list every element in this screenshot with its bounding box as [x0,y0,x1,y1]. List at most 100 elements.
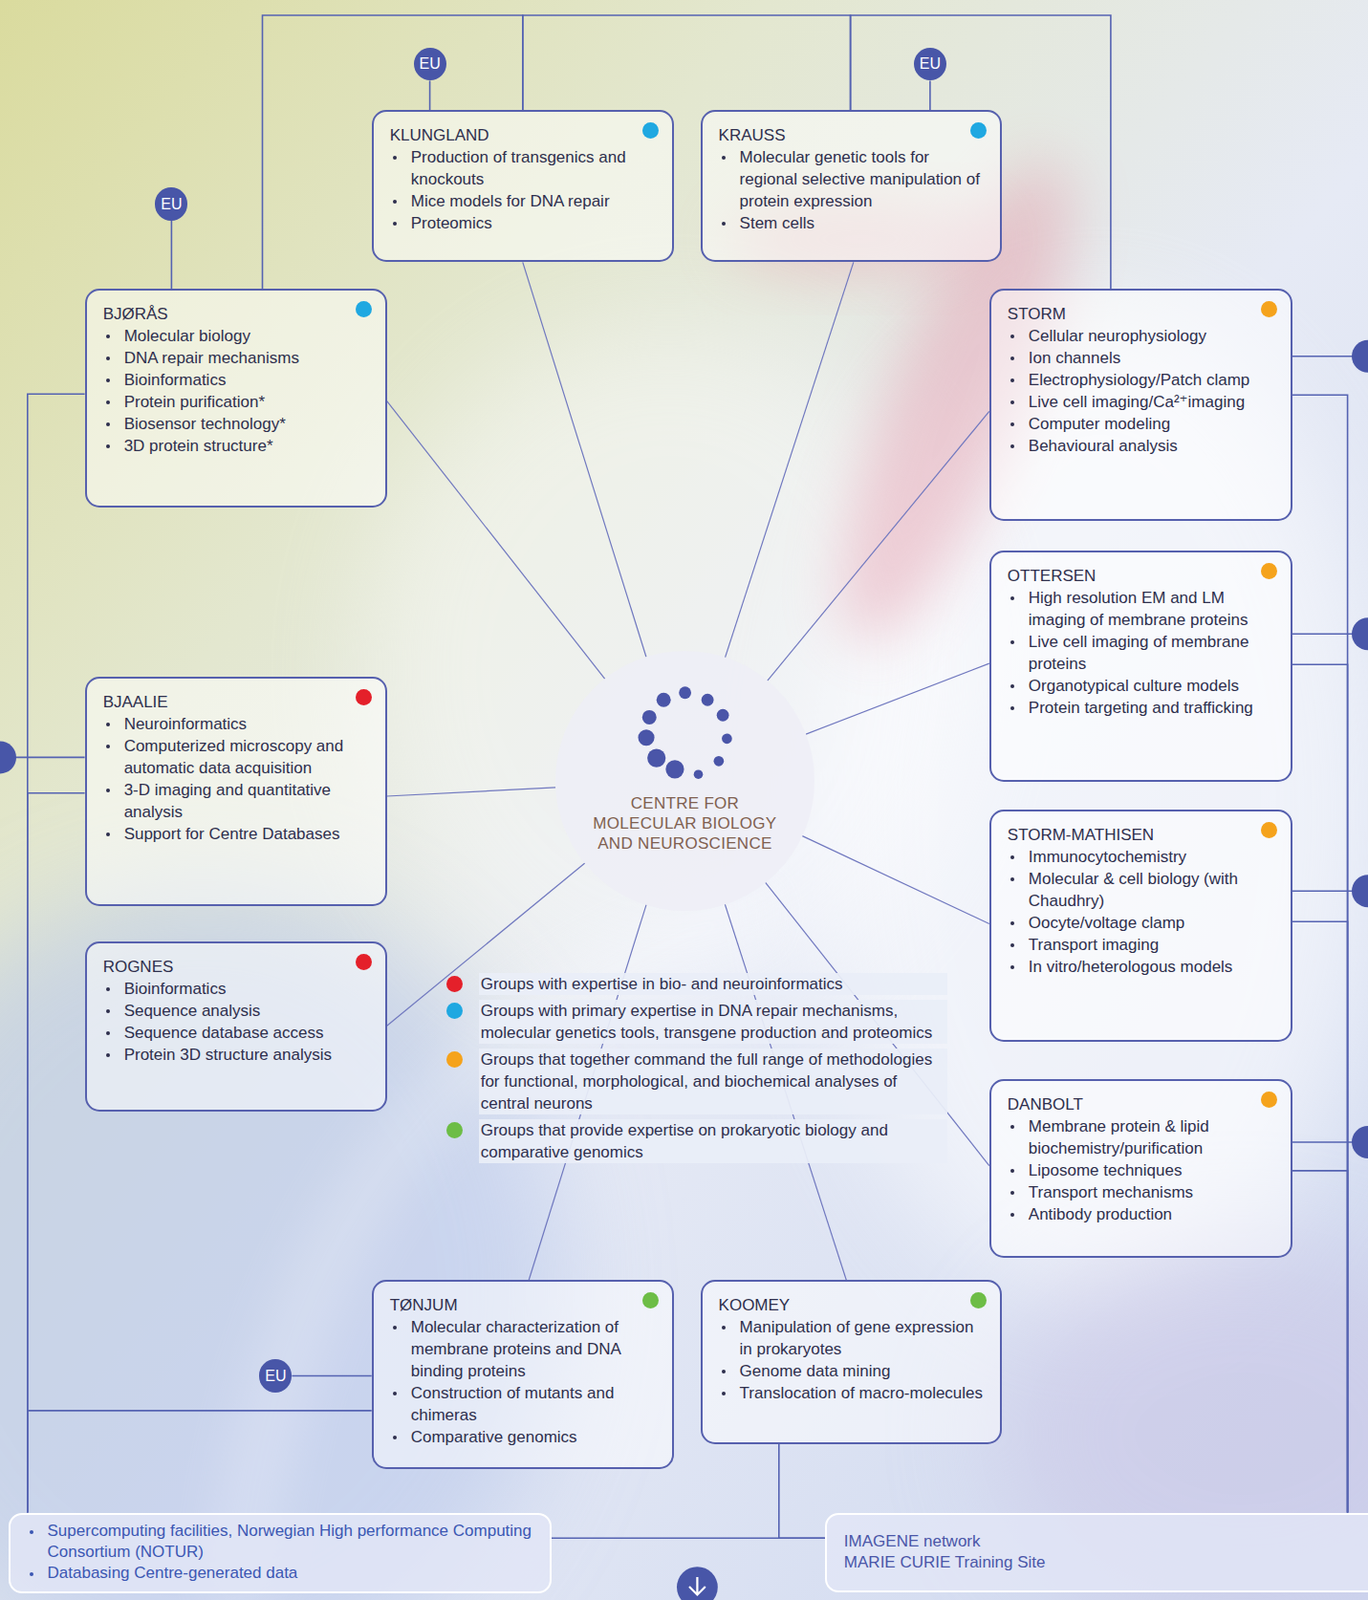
method-item: Molecular biology [103,325,370,348]
group-color-dot [1260,1091,1278,1108]
group-color-dot [1260,301,1278,318]
method-item: Production of transgenics and knockouts [390,146,657,191]
cut-badge [1351,874,1368,908]
legend-swatch [446,1051,463,1068]
connector-line [522,261,647,657]
method-item: Biosensor technology* [103,412,370,435]
legend-row: Groups that provide expertise on prokary… [446,1119,954,1164]
logo-dot [701,694,715,707]
group-box: BJØRÅSMolecular biologyDNA repair mechan… [85,288,388,508]
eu-badge: EU [154,187,188,220]
group-box: OTTERSENHigh resolution EM and LM imagin… [989,550,1293,782]
group-box: STORMCellular neurophysiologyIon channel… [989,288,1293,521]
group-color-dot [970,122,987,139]
method-item: Behavioural analysis [1007,434,1276,457]
group-name: BJAALIE [103,691,370,714]
connector-line [725,261,854,658]
group-name: KLUNGLAND [390,124,657,147]
method-item: Oocyte/voltage clamp [1007,912,1276,934]
logo-dot [665,760,684,780]
method-item: Neuroinformatics [103,713,370,736]
eu-badge-text: EU [264,1368,286,1386]
eu-badge: EU [913,47,947,81]
method-item: Membrane protein & lipid biochemistry/pu… [1007,1115,1276,1160]
cut-badge [0,740,17,774]
method-item: Manipulation of gene expression in proka… [718,1316,985,1361]
centre-circle: CENTRE FOR MOLECULAR BIOLOGY AND NEUROSC… [555,651,815,911]
connector-line [1292,394,1348,1513]
method-item: Computer modeling [1007,412,1276,435]
method-item: Molecular characterization of membrane p… [390,1316,657,1383]
down-arrow-button [676,1566,718,1600]
group-name: BJØRÅS [103,303,370,326]
group-name: STORM [1007,303,1276,326]
method-item: Translocation of macro-molecules [718,1382,985,1405]
method-item: Bioinformatics [103,369,370,391]
background-shade [0,889,565,1600]
group-color-dot [1260,563,1278,580]
eu-badge-text: EU [919,55,941,73]
method-item: Bioinformatics [103,977,370,1000]
group-name: KRAUSS [718,124,985,147]
connector-line [805,663,990,735]
resource-item: Supercomputing facilities, Norwegian Hig… [26,1520,537,1564]
group-color-dot [642,122,659,139]
eu-badge-text: EU [160,195,182,214]
group-box: KOOMEYManipulation of gene expression in… [700,1280,1002,1445]
legend-text: Groups that provide expertise on prokary… [478,1119,948,1164]
group-box: KRAUSSMolecular genetic tools for region… [700,109,1002,262]
method-item: Sequence analysis [103,999,370,1022]
connector-line [291,1375,371,1378]
method-item: Protein purification* [103,390,370,413]
method-item: High resolution EM and LM imaging of mem… [1007,586,1276,631]
connector-line [767,411,990,681]
method-item: Comparative genomics [390,1426,657,1449]
group-box: KLUNGLANDProduction of transgenics and k… [371,109,674,262]
method-item: Antibody production [1007,1203,1276,1226]
method-item: Sequence database access [103,1021,370,1044]
group-box: ROGNESBioinformaticsSequence analysisSeq… [85,941,388,1112]
logo-dots [555,651,815,911]
method-item: Stem cells [718,212,985,235]
method-item: Cellular neurophysiology [1007,325,1276,348]
group-name: DANBOLT [1007,1093,1276,1116]
eu-badge: EU [259,1359,292,1392]
connector-line [802,836,990,925]
cut-badge [1351,617,1368,651]
method-item: Proteomics [390,212,657,235]
method-item: Genome data mining [718,1360,985,1383]
group-color-dot [970,1292,987,1309]
logo-dot [713,756,724,767]
network-item: IMAGENE network [844,1531,1367,1553]
legend-text: Groups with primary expertise in DNA rep… [478,999,948,1044]
method-item: Live cell imaging of membrane proteins [1007,630,1276,675]
group-color-dot [642,1292,659,1309]
network-box: IMAGENE networkMARIE CURIE Training Site [825,1513,1368,1593]
down-arrow-icon [689,1577,706,1596]
legend-swatch [446,976,463,993]
connector-line [387,401,606,680]
method-item: Ion channels [1007,347,1276,370]
eu-badge-text: EU [418,55,440,73]
group-color-dot [355,954,372,971]
group-box: TØNJUMMolecular characterization of memb… [371,1280,674,1470]
method-item: Electrophysiology/Patch clamp [1007,369,1276,391]
logo-dot [716,709,730,722]
legend: Groups with expertise in bio- and neuroi… [446,973,954,1169]
method-item: Immunocytochemistry [1007,846,1276,869]
method-item: In vitro/heterologous models [1007,955,1276,978]
method-item: Transport imaging [1007,933,1276,956]
connector-line [27,1411,372,1514]
legend-row: Groups that together command the full ra… [446,1048,954,1115]
connector-line [1292,1171,1348,1514]
connector-line [522,15,851,110]
group-color-dot [1260,822,1278,839]
connector-line [27,793,86,1514]
method-item: DNA repair mechanisms [103,347,370,370]
connector-line [387,787,556,797]
centre-title: CENTRE FOR MOLECULAR BIOLOGY AND NEUROSC… [579,793,791,854]
method-item: 3-D imaging and quantitative analysis [103,779,370,824]
network-item: MARIE CURIE Training Site [844,1552,1367,1574]
connector-line [929,80,932,110]
